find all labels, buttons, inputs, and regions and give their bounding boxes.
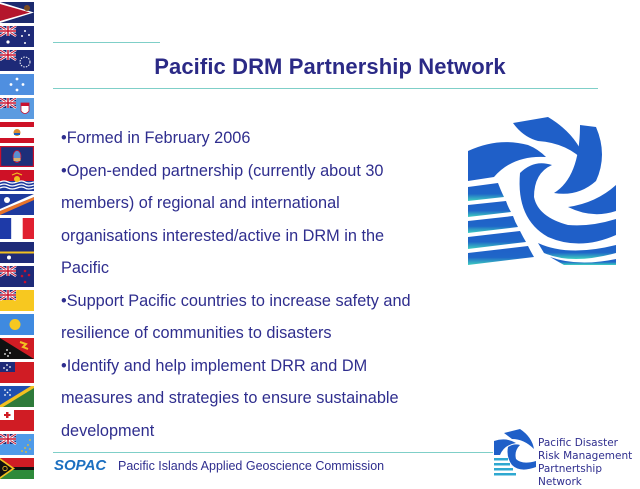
flag-new-zealand-icon — [0, 266, 34, 287]
network-logo-line: Partnertship Network — [538, 463, 602, 488]
bullet-line: members) of regional and international — [61, 194, 340, 212]
flag-guam-icon — [0, 146, 34, 167]
flag-palau-icon — [0, 314, 34, 335]
sopac-logo-text: SOPAC — [54, 457, 107, 474]
network-logo-text: Pacific Disaster Risk Management Partner… — [538, 437, 640, 489]
flag-france-icon — [0, 218, 34, 239]
flag-vanuatu-icon — [0, 458, 34, 479]
flag-fiji-icon — [0, 98, 34, 119]
footer-org-name: Pacific Islands Applied Geoscience Commi… — [118, 459, 385, 473]
network-logo-line: Pacific Disaster — [538, 437, 618, 449]
flag-samoa-icon — [0, 362, 34, 383]
bullet-line: measures and strategies to ensure sustai… — [61, 389, 399, 407]
flag-papua-new-guinea-icon — [0, 338, 34, 359]
bullet-line: organisations interested/active in DRM i… — [61, 226, 385, 245]
flag-nauru-icon — [0, 242, 34, 263]
bullet-line: •Identify and help implement DRR and DM — [61, 356, 368, 375]
flag-micronesia-icon — [0, 74, 34, 95]
flag-niue-icon — [0, 290, 34, 311]
bullet-list: •Formed in February 2006 •Open-ended par… — [61, 122, 461, 447]
flag-marshall-islands-icon — [0, 194, 34, 215]
flag-kiribati-icon — [0, 170, 34, 191]
title-underline-rule — [53, 88, 598, 89]
bullet-line: •Open-ended partnership (currently about… — [61, 161, 384, 180]
flag-french-polynesia-icon — [0, 122, 34, 143]
bullet-line: Pacific — [61, 259, 109, 277]
network-small-swirl-icon — [490, 427, 538, 477]
footer-rule — [53, 452, 493, 453]
flag-australia-icon — [0, 26, 34, 47]
flag-column — [0, 0, 36, 480]
flag-tuvalu-icon — [0, 434, 34, 455]
header-accent-rule — [53, 42, 160, 43]
flag-solomon-islands-icon — [0, 386, 34, 407]
bullet-line: resilience of communities to disasters — [61, 324, 332, 342]
bullet-line: •Formed in February 2006 — [61, 129, 251, 147]
flag-american-samoa-icon — [0, 2, 34, 23]
network-logo-line: Risk Management — [538, 450, 633, 462]
slide-title: Pacific DRM Partnership Network — [154, 54, 506, 79]
bullet-line: •Support Pacific countries to increase s… — [61, 291, 411, 310]
drm-network-swirl-logo-icon — [468, 115, 616, 267]
flag-cook-islands-icon — [0, 50, 34, 71]
bullet-line: development — [61, 421, 155, 440]
flag-tonga-icon — [0, 410, 34, 431]
